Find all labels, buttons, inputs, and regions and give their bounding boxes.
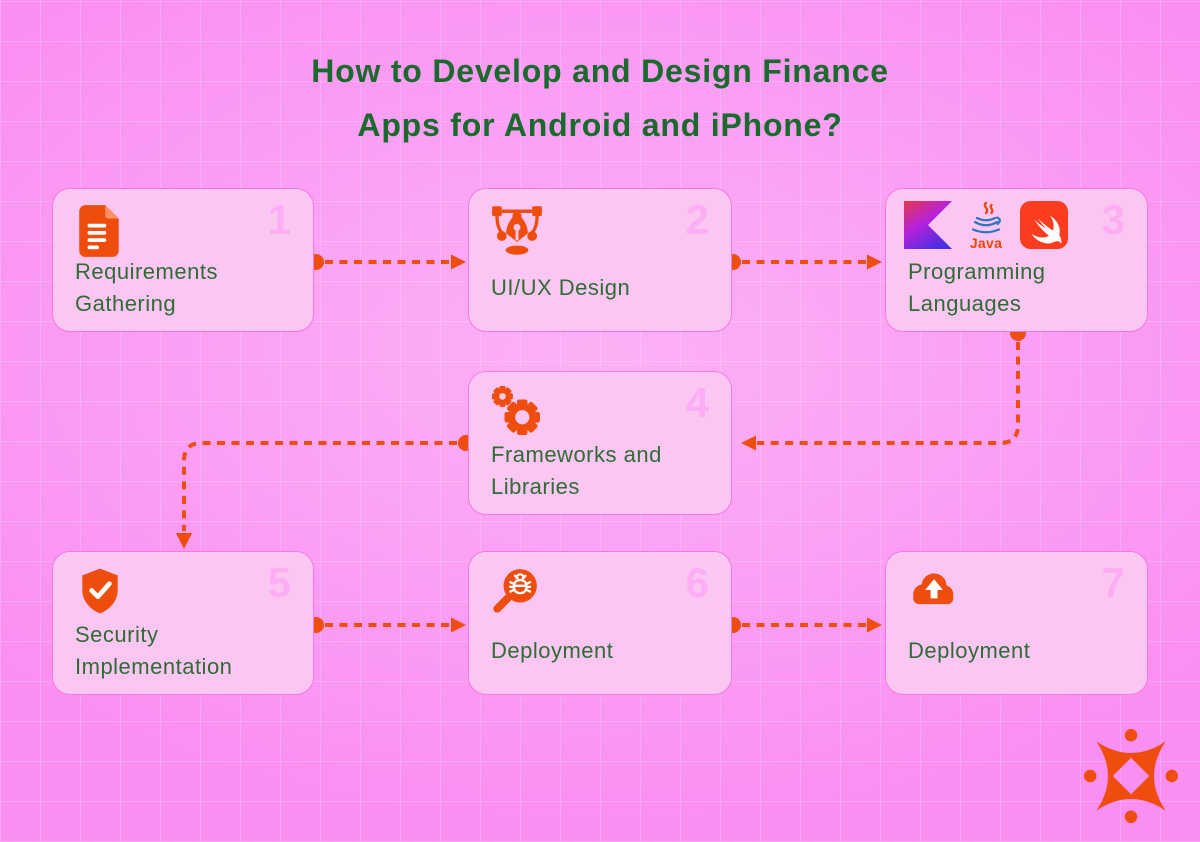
step-card-deployment-testing: 6 Deployment bbox=[468, 551, 732, 695]
cloud-upload-icon bbox=[908, 566, 958, 617]
step-label: Requirements Gathering bbox=[75, 259, 218, 316]
compass-star-logo bbox=[1083, 728, 1179, 824]
kotlin-logo bbox=[904, 201, 952, 254]
step-number: 5 bbox=[267, 559, 291, 606]
page-title-line1: How to Develop and Design Finance bbox=[311, 53, 889, 89]
step-card-programming-languages: Java 3 Programming Languages bbox=[885, 188, 1148, 332]
programming-language-logos: Java bbox=[904, 201, 1068, 254]
step-card-deployment-cloud: 7 Deployment bbox=[885, 551, 1148, 695]
page-title-line2: Apps for Android and iPhone? bbox=[357, 107, 843, 143]
shield-check-icon bbox=[75, 566, 125, 621]
step-number: 1 bbox=[267, 196, 291, 243]
java-logo: Java bbox=[964, 201, 1008, 251]
step-label: Programming Languages bbox=[908, 259, 1046, 316]
page-title: How to Develop and Design Finance Apps f… bbox=[0, 44, 1200, 152]
step-card-uiux-design: 2 UI/UX Design bbox=[468, 188, 732, 332]
step-number: 7 bbox=[1101, 559, 1125, 606]
step-label: Deployment bbox=[908, 638, 1031, 663]
bug-search-icon bbox=[491, 566, 541, 621]
connector-5-6 bbox=[308, 617, 466, 633]
gears-icon bbox=[491, 386, 541, 441]
step-card-requirements-gathering: 1 Requirements Gathering bbox=[52, 188, 314, 332]
connector-3-4 bbox=[741, 325, 1026, 451]
step-label: Deployment bbox=[491, 638, 614, 663]
step-card-frameworks-libraries: 4 Frameworks and Libraries bbox=[468, 371, 732, 515]
connector-2-3 bbox=[725, 254, 882, 270]
connector-4-5 bbox=[176, 435, 474, 549]
connector-6-7 bbox=[725, 617, 882, 633]
step-label: Frameworks and Libraries bbox=[491, 442, 662, 499]
step-label: Security Implementation bbox=[75, 622, 233, 679]
step-number: 4 bbox=[685, 379, 709, 426]
step-number: 3 bbox=[1101, 196, 1125, 243]
step-card-security-implementation: 5 Security Implementation bbox=[52, 551, 314, 695]
step-number: 6 bbox=[685, 559, 709, 606]
swift-logo bbox=[1020, 201, 1068, 254]
document-icon bbox=[75, 203, 125, 264]
connector-1-2 bbox=[308, 254, 466, 270]
pen-tool-icon bbox=[491, 203, 543, 260]
step-number: 2 bbox=[685, 196, 709, 243]
step-label: UI/UX Design bbox=[491, 275, 631, 300]
java-logo-caption: Java bbox=[969, 235, 1003, 251]
